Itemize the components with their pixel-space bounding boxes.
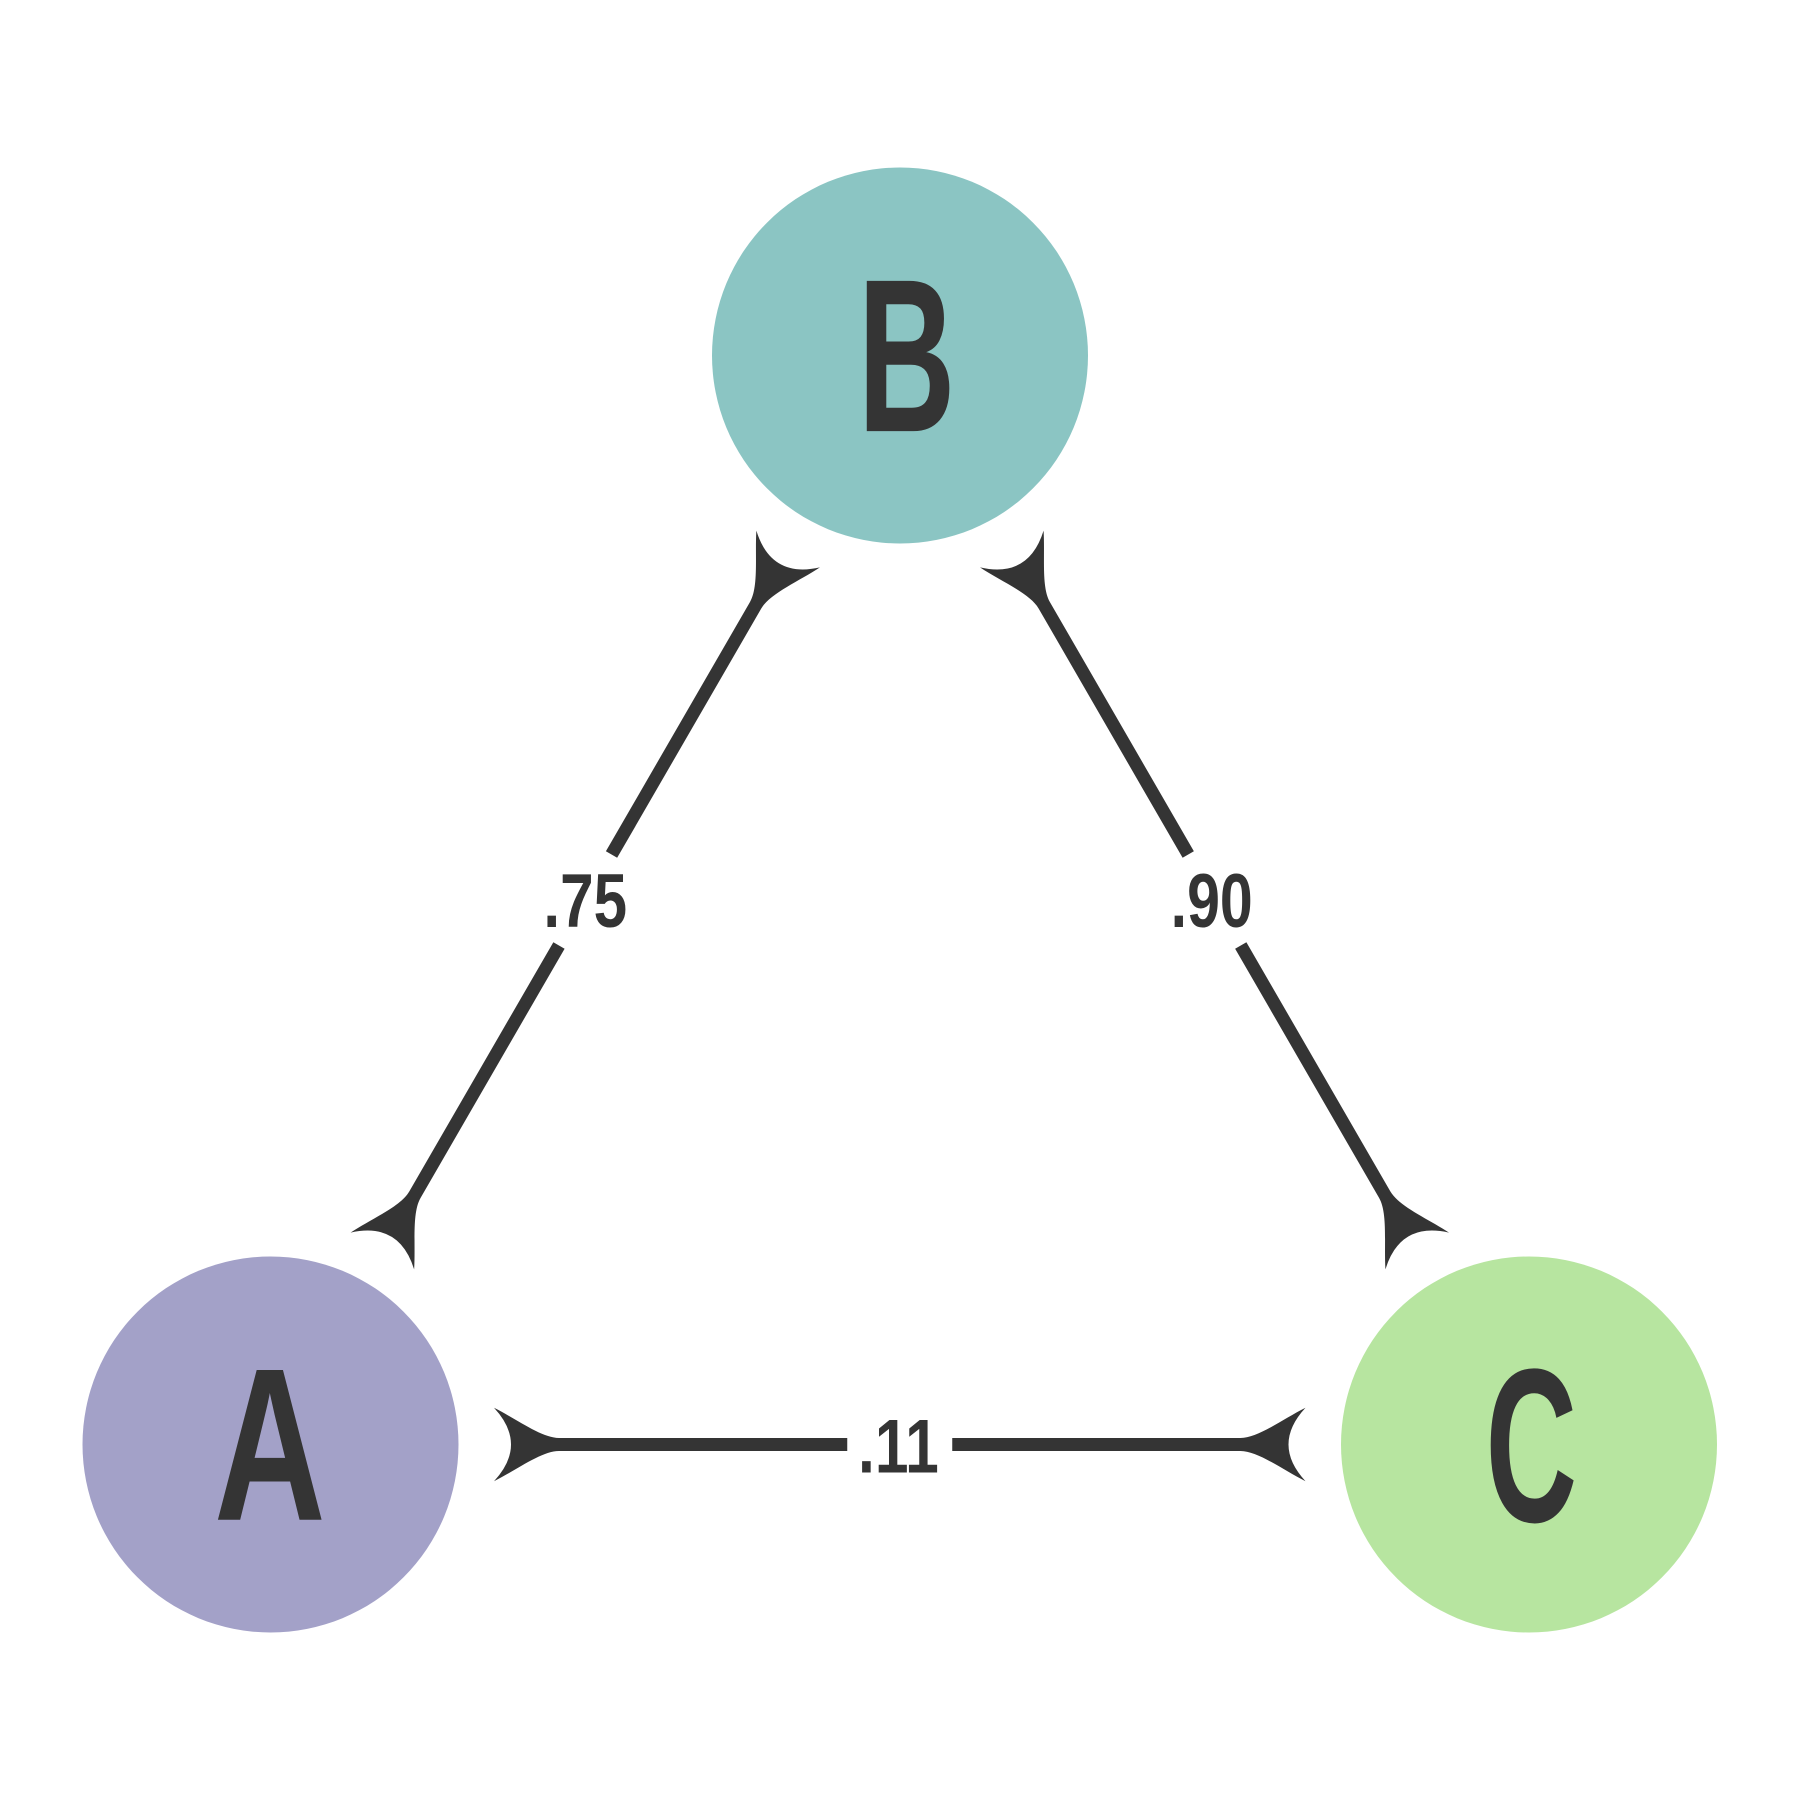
svg-text:A: A [214,1324,326,1567]
svg-text:B: B [858,235,956,478]
svg-text:.75: .75 [543,858,627,943]
svg-text:.90: .90 [1171,859,1253,944]
svg-text:C: C [1486,1323,1578,1568]
svg-text:.11: .11 [858,1404,939,1489]
